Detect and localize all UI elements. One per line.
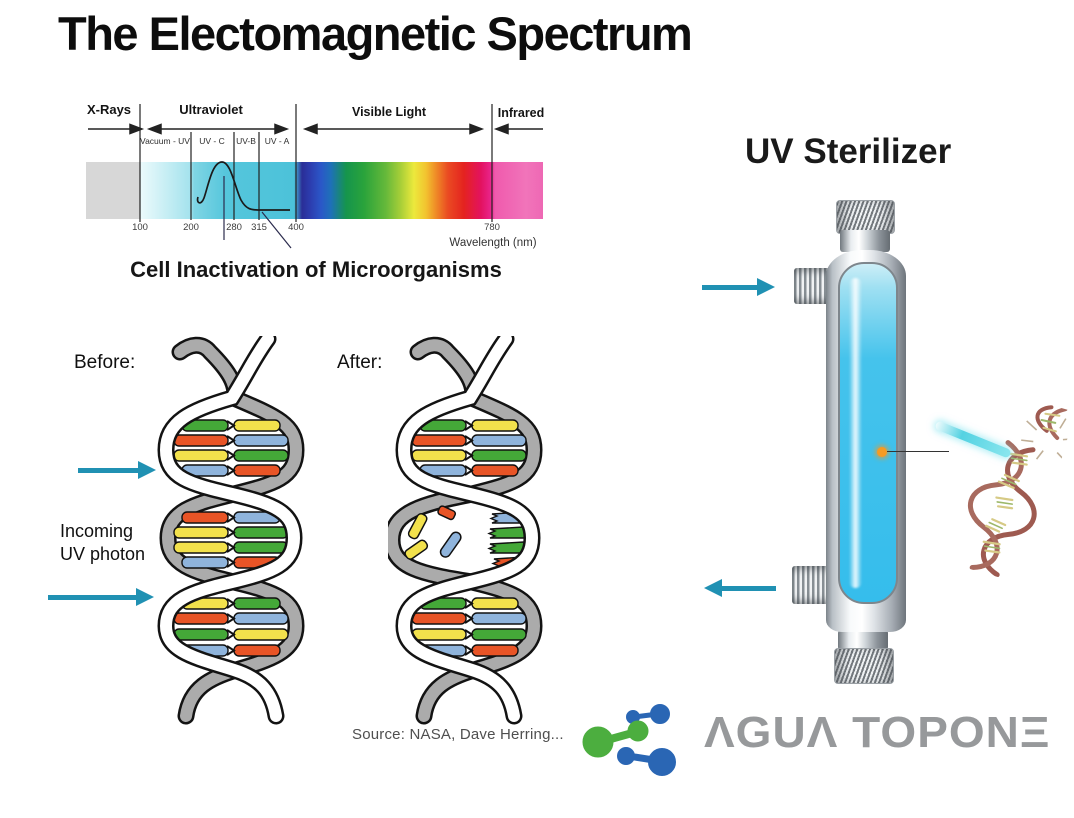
before-label: Before: [74, 352, 136, 373]
bottom-collar [838, 630, 888, 650]
spectrum-annotations [88, 104, 543, 249]
wavelength-tick: 100 [132, 222, 148, 233]
uv-photon-arrow-top [78, 461, 156, 479]
spectrum-bar [86, 162, 543, 219]
impact-sparks [1021, 418, 1074, 462]
white-strand [395, 336, 541, 725]
uv-sterilizer-title: UV Sterilizer [745, 132, 952, 171]
spectrum-figure: X-Rays Ultraviolet Visible Light Infrare… [85, 100, 547, 260]
page-title: The Electomagnetic Spectrum [58, 7, 693, 60]
inlet-port [794, 268, 832, 304]
water-outlet-arrow [704, 579, 776, 597]
uv-band-label-uva: UV - A [264, 136, 290, 146]
dna-before-illustration [157, 336, 305, 725]
uv-lamp-window [838, 262, 898, 604]
base-pair-chevrons [464, 420, 474, 656]
region-label-ultraviolet: Ultraviolet [179, 102, 243, 117]
uv-emission-point [877, 447, 887, 457]
molecule-green [582, 720, 649, 758]
base-pair-chevrons [226, 420, 236, 656]
uv-photon-arrow-bottom [48, 588, 154, 606]
region-label-xrays: X-Rays [86, 102, 132, 117]
uv-band-label-uvb: UV-B [236, 136, 256, 146]
top-collar [840, 230, 890, 252]
white-strand [157, 336, 303, 725]
source-credit: Source: NASA, Dave Herring... [352, 726, 564, 743]
bottom-knurled-cap [834, 648, 894, 684]
region-label-infrared: Infrared [497, 106, 545, 120]
wavelength-tick: 200 [183, 222, 199, 233]
uv-band-label-vacuum: Vacuum - UV [140, 136, 190, 146]
incoming-uv-photon-label: Incoming UV photon [60, 521, 146, 564]
water-inlet-arrow [702, 278, 775, 296]
outlet-port [792, 566, 830, 604]
dna-after-illustration [388, 336, 543, 725]
curve-tail-pointer-line [261, 211, 292, 249]
scattered-fragments [404, 505, 462, 560]
wavelength-tick: 400 [288, 222, 304, 233]
brand-logo-icon [582, 704, 676, 776]
wavelength-tick: 280 [226, 222, 242, 233]
spectrum-caption: Cell Inactivation of Microorganisms [130, 257, 502, 282]
region-label-visible: Visible Light [351, 105, 427, 119]
top-knurled-cap [836, 200, 895, 234]
dna-fragment-top [1035, 405, 1068, 440]
uv-band-label-uvc: UV - C [199, 136, 225, 146]
wavelength-tick: 315 [251, 222, 267, 233]
damaged-dna-illustration [968, 405, 1074, 578]
brand-logo-text: ΛGUΛ TOPONΞ [704, 706, 1051, 757]
germicidal-curve [196, 161, 290, 211]
wavelength-tick: 780 [484, 222, 500, 233]
dna-strands [968, 440, 1037, 578]
molecule-blue-bottom [617, 747, 676, 776]
after-label: After: [337, 352, 383, 373]
wavelength-axis-label: Wavelength (nm) [449, 237, 537, 249]
emission-pointer-line [887, 451, 949, 452]
molecule-blue-top [626, 704, 670, 724]
